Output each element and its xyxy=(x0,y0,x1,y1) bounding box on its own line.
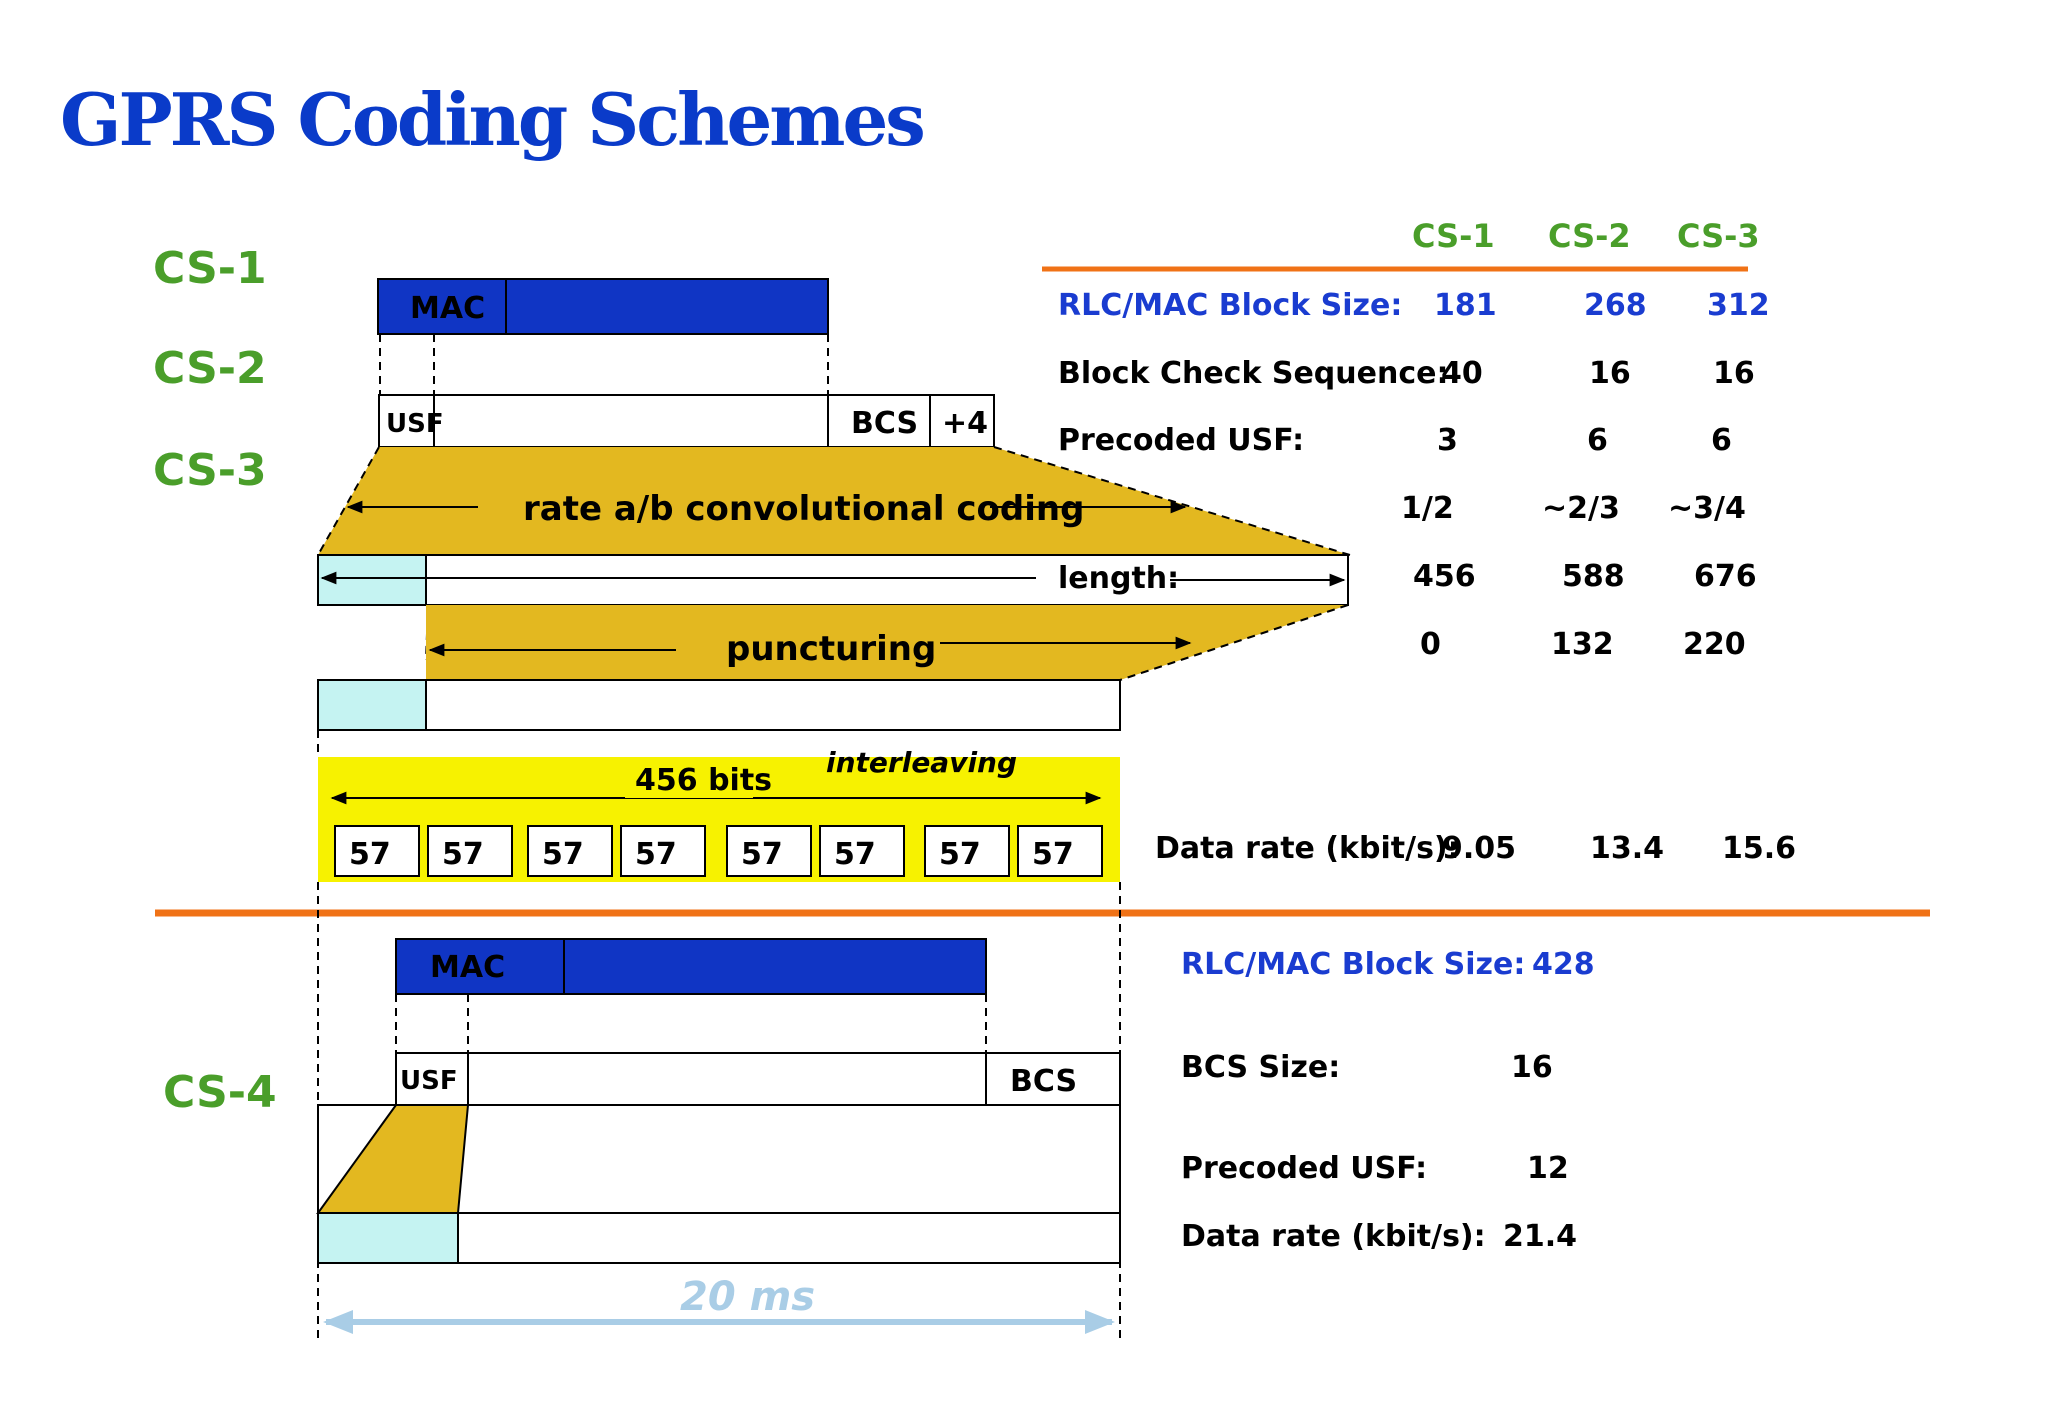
cs4-mac-block xyxy=(395,938,987,995)
table-row-label: RLC/MAC Block Size: xyxy=(1058,288,1402,323)
table-cell: 16 xyxy=(1589,356,1631,391)
table-cell: 0 xyxy=(1420,627,1441,662)
burst-value: 57 xyxy=(349,837,391,872)
usf-label: USF xyxy=(386,409,444,439)
conv-coding-area xyxy=(318,447,1350,555)
puncturing-edge xyxy=(1119,604,1349,681)
data-rate-value: 13.4 xyxy=(1590,831,1664,866)
burst-box xyxy=(427,825,513,877)
table-cell: 588 xyxy=(1562,559,1625,594)
table-column-header: CS-3 xyxy=(1677,217,1760,255)
mac-label: MAC xyxy=(410,291,485,326)
burst-value: 57 xyxy=(1032,837,1074,872)
burst-box xyxy=(819,825,905,877)
bits-label-bg xyxy=(625,762,753,798)
table-cell: 181 xyxy=(1434,288,1497,323)
table-cell: 456 xyxy=(1413,559,1476,594)
interleaving-label: interleaving xyxy=(826,746,1017,779)
cs4-row-label: BCS Size: xyxy=(1181,1050,1340,1085)
burst-value: 57 xyxy=(834,837,876,872)
duration-label: 20 ms xyxy=(680,1274,815,1320)
cs4-rlc-block xyxy=(395,1052,1121,1106)
cs4-mac-guides xyxy=(395,994,987,1053)
data-rate-label: Data rate (kbit/s): xyxy=(1155,831,1460,866)
data-rate-value: 15.6 xyxy=(1722,831,1796,866)
table-cell: ~3/4 xyxy=(1668,491,1746,526)
burst-box xyxy=(1017,825,1103,877)
coded-usf-cell xyxy=(317,554,427,606)
cs4-row-value: 428 xyxy=(1532,947,1595,982)
burst-box xyxy=(726,825,812,877)
length-label: length: xyxy=(1058,561,1179,596)
page-title: GPRS Coding Schemes xyxy=(60,77,923,162)
bcs-label: BCS xyxy=(851,406,918,441)
table-cell: 676 xyxy=(1694,559,1757,594)
scheme-label-cs1: CS-1 xyxy=(153,243,267,294)
punctured-usf-cell xyxy=(317,679,427,731)
cs4-row-value: 12 xyxy=(1527,1151,1569,1186)
table-cell: 268 xyxy=(1584,288,1647,323)
burst-row: 57 57 57 57 57 57 57 57 xyxy=(334,825,1103,877)
puncturing-area xyxy=(426,605,1348,680)
burst-box xyxy=(334,825,420,877)
cs4-row-label: Data rate (kbit/s): xyxy=(1181,1219,1486,1254)
table-cell: 3 xyxy=(1437,423,1458,458)
scheme-label-cs2: CS-2 xyxy=(153,343,267,394)
table-cell: ~2/3 xyxy=(1542,491,1620,526)
cs4-usf-label: USF xyxy=(400,1066,458,1096)
burst-value: 57 xyxy=(939,837,981,872)
burst-box xyxy=(527,825,613,877)
bits-label: 456 bits xyxy=(635,763,772,798)
conv-coding-label: rate a/b convolutional coding xyxy=(523,489,1084,529)
burst-value: 57 xyxy=(741,837,783,872)
cs4-row-value: 16 xyxy=(1511,1050,1553,1085)
puncturing-label: puncturing xyxy=(726,629,936,669)
burst-box xyxy=(924,825,1010,877)
burst-value: 57 xyxy=(442,837,484,872)
cs4-row-label: Precoded USF: xyxy=(1181,1151,1427,1186)
table-cell: 132 xyxy=(1551,627,1614,662)
punctured-block xyxy=(317,679,1121,731)
cs4-coded-usf-cell xyxy=(317,1212,459,1264)
table-cell: 312 xyxy=(1707,288,1770,323)
table-cell: 16 xyxy=(1713,356,1755,391)
cs4-bcs-label: BCS xyxy=(1010,1064,1077,1099)
cs4-row-value: 21.4 xyxy=(1503,1219,1577,1254)
table-cell: 6 xyxy=(1587,423,1608,458)
table-cell: 1/2 xyxy=(1401,491,1454,526)
cs4-mac-label: MAC xyxy=(430,950,505,985)
burst-value: 57 xyxy=(542,837,584,872)
table-row-label: Block Check Sequence: xyxy=(1058,356,1448,391)
burst-box xyxy=(620,825,706,877)
table-row-label: Precoded USF: xyxy=(1058,423,1304,458)
table-column-header: CS-1 xyxy=(1412,217,1495,255)
burst-value: 57 xyxy=(635,837,677,872)
cs4-row-label: RLC/MAC Block Size: xyxy=(1181,947,1525,982)
tail-label: +4 xyxy=(942,406,988,441)
scheme-label-cs4: CS-4 xyxy=(163,1067,277,1118)
table-cell: 220 xyxy=(1683,627,1746,662)
table-cell: 6 xyxy=(1711,423,1732,458)
scheme-label-cs3: CS-3 xyxy=(153,445,267,496)
data-rate-value: 9.05 xyxy=(1442,831,1516,866)
table-column-header: CS-2 xyxy=(1548,217,1631,255)
mac-block xyxy=(377,278,829,335)
rlc-block xyxy=(378,394,995,448)
table-cell: 40 xyxy=(1441,356,1483,391)
